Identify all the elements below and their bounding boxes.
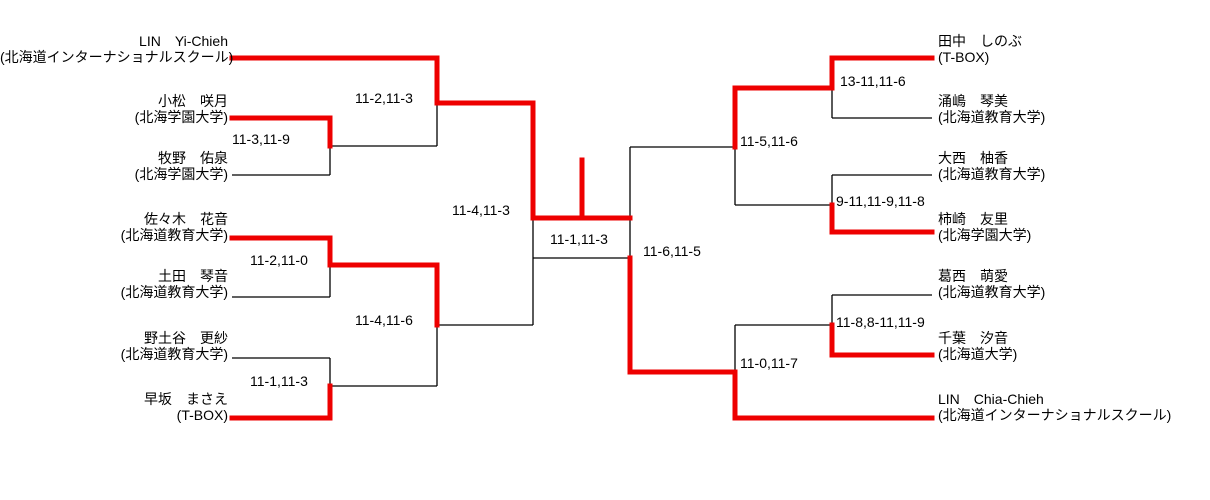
player-entry-left-1[interactable]: LIN Yi-Chieh(北海道インターナショナルスクール) xyxy=(0,33,234,65)
player-entry-right-4[interactable]: 柿崎 友里(北海学園大学) xyxy=(938,211,1031,243)
match-score-right-r1-lower: 11-8,8-11,11-9 xyxy=(836,314,925,330)
player-club: (北海道インターナショナルスクール) xyxy=(0,49,234,65)
match-score-right-r2-upper: 11-5,11-6 xyxy=(740,133,798,149)
player-entry-left-6[interactable]: 野土谷 更紗(北海道教育大学) xyxy=(0,330,228,362)
player-club: (北海学園大学) xyxy=(134,109,228,125)
player-club: (北海道教育大学) xyxy=(938,109,1046,125)
player-name: LIN Yi-Chieh xyxy=(139,33,228,49)
match-score-final: 11-1,11-3 xyxy=(550,231,608,247)
player-name: 小松 咲月 xyxy=(158,93,228,109)
player-entry-left-2[interactable]: 小松 咲月(北海学園大学) xyxy=(0,93,228,125)
player-entry-right-3[interactable]: 大西 柚香(北海道教育大学) xyxy=(938,150,1045,182)
player-entry-left-7[interactable]: 早坂 まさえ(T-BOX) xyxy=(0,391,228,423)
match-score-left-r1-upper: 11-3,11-9 xyxy=(232,131,290,147)
player-club: (北海道教育大学) xyxy=(120,284,228,300)
player-club: (北海道教育大学) xyxy=(938,166,1046,182)
player-name: 千葉 汐音 xyxy=(938,330,1008,346)
player-entry-right-7[interactable]: LIN Chia-Chieh(北海道インターナショナルスクール) xyxy=(938,391,1171,423)
player-club: (T-BOX) xyxy=(938,49,990,65)
player-entry-right-5[interactable]: 葛西 萌愛(北海道教育大学) xyxy=(938,268,1045,300)
player-club: (北海道教育大学) xyxy=(938,284,1046,300)
match-score-left-r2-upper: 11-2,11-3 xyxy=(355,90,413,106)
match-score-right-r1-upper: 13-11,11-6 xyxy=(840,73,906,89)
player-entry-left-5[interactable]: 土田 琴音(北海道教育大学) xyxy=(0,268,228,300)
player-name: LIN Chia-Chieh xyxy=(938,391,1044,407)
player-name: 土田 琴音 xyxy=(158,268,228,284)
match-score-right-r2-lower: 11-0,11-7 xyxy=(740,355,798,371)
player-name: 早坂 まさえ xyxy=(144,391,228,407)
bracket-lines-normal xyxy=(232,88,932,387)
player-name: 柿崎 友里 xyxy=(938,211,1008,227)
player-club: (北海学園大学) xyxy=(938,227,1032,243)
match-score-left-semifinal: 11-4,11-3 xyxy=(452,202,510,218)
player-entry-right-2[interactable]: 涌嶋 琴美(北海道教育大学) xyxy=(938,93,1045,125)
player-name: 佐々木 花音 xyxy=(144,211,228,227)
player-name: 牧野 佑泉 xyxy=(158,150,228,166)
player-name: 野土谷 更紗 xyxy=(144,330,228,346)
player-entry-right-6[interactable]: 千葉 汐音(北海道大学) xyxy=(938,330,1017,362)
player-entry-right-1[interactable]: 田中 しのぶ(T-BOX) xyxy=(938,33,1022,65)
player-club: (北海道大学) xyxy=(938,346,1018,362)
match-score-right-r1-mid: 9-11,11-9,11-8 xyxy=(836,193,925,209)
player-name: 葛西 萌愛 xyxy=(938,268,1008,284)
player-club: (北海学園大学) xyxy=(134,166,228,182)
player-club: (T-BOX) xyxy=(176,407,228,423)
player-entry-left-3[interactable]: 牧野 佑泉(北海学園大学) xyxy=(0,150,228,182)
player-club: (北海道教育大学) xyxy=(120,227,228,243)
match-score-left-r1-lower-a: 11-2,11-0 xyxy=(250,252,308,268)
match-score-left-r1-lower-b: 11-1,11-3 xyxy=(250,373,308,389)
player-club: (北海道教育大学) xyxy=(120,346,228,362)
player-name: 大西 柚香 xyxy=(938,150,1008,166)
player-entry-left-4[interactable]: 佐々木 花音(北海道教育大学) xyxy=(0,211,228,243)
match-score-right-semifinal: 11-6,11-5 xyxy=(643,243,701,259)
match-score-left-r2-lower: 11-4,11-6 xyxy=(355,312,413,328)
player-name: 田中 しのぶ xyxy=(938,33,1022,49)
bracket-lines-winner xyxy=(229,55,935,421)
player-name: 涌嶋 琴美 xyxy=(938,93,1008,109)
player-club: (北海道インターナショナルスクール) xyxy=(938,407,1172,423)
